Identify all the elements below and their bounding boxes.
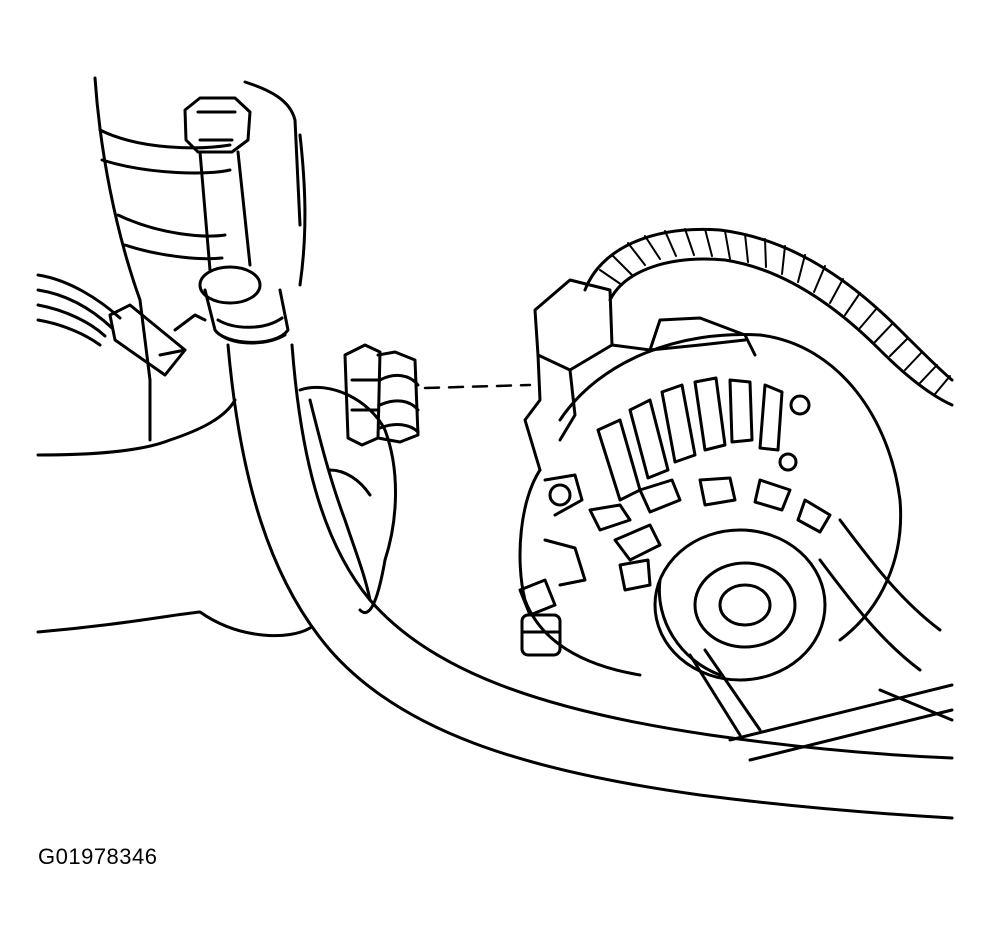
wiring-connector-icon [343,343,532,447]
wire-bundle-icon [36,273,187,377]
pulley-icon [653,528,827,682]
generator-icon [518,278,903,677]
figure-id-label: G01978346 [38,844,158,869]
wiring-harness-icon [583,227,954,407]
hose-icon [183,96,954,820]
drive-belt-icon [688,518,954,762]
engine-block-icon [36,76,397,638]
